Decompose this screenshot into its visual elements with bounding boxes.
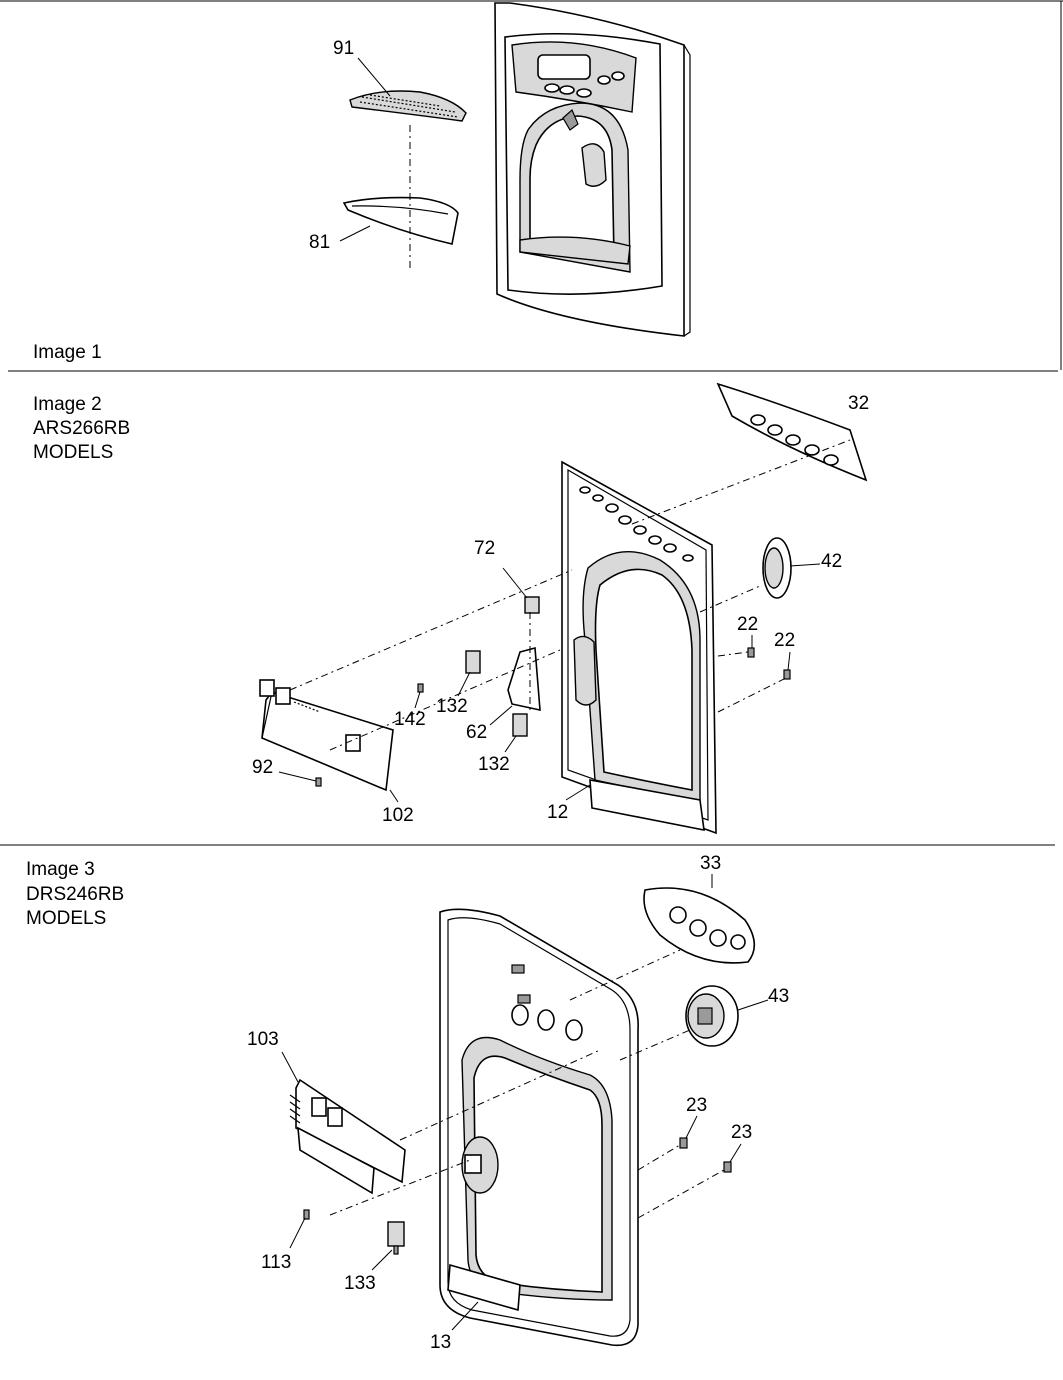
callout-132a: 132 — [436, 696, 468, 717]
control-board-102 — [259, 679, 394, 792]
callout-142: 142 — [394, 709, 426, 730]
screw-113 — [303, 1209, 310, 1220]
callout-91: 91 — [333, 38, 354, 59]
section-3-model: DRS246RB — [26, 884, 124, 905]
callout-62: 62 — [466, 722, 487, 743]
callout-42: 42 — [821, 551, 842, 572]
callout-102: 102 — [382, 805, 414, 826]
switch-132b — [512, 713, 528, 737]
dispenser-door — [494, 2, 691, 337]
callout-133: 133 — [344, 1273, 376, 1294]
callout-22b: 22 — [774, 630, 795, 651]
callout-32: 32 — [848, 393, 869, 414]
callout-103: 103 — [247, 1029, 279, 1050]
drip-tray-81 — [342, 196, 459, 245]
callout-12: 12 — [547, 802, 568, 823]
actuator-62 — [507, 646, 541, 712]
dispenser-light-42 — [762, 537, 792, 599]
section-1-title: Image 1 — [33, 342, 102, 363]
callout-13: 13 — [430, 1332, 451, 1353]
section-2-model: ARS266RB — [33, 418, 130, 439]
callout-23b: 23 — [731, 1122, 752, 1143]
screw-92 — [315, 777, 322, 787]
callout-22a: 22 — [737, 614, 758, 635]
screw-22b — [783, 669, 791, 680]
section-2-title: Image 2 — [33, 394, 102, 415]
callout-33: 33 — [700, 853, 721, 874]
dispenser-housing-12 — [561, 460, 717, 835]
control-board-103 — [289, 1078, 406, 1195]
callout-113: 113 — [261, 1252, 291, 1273]
callout-92: 92 — [252, 757, 273, 778]
switch-133 — [387, 1221, 405, 1255]
image-2-diagram: Image 2 ARS266RB MODELS — [33, 382, 869, 835]
section-3-title: Image 3 — [26, 859, 95, 880]
screw-142 — [417, 683, 424, 693]
switch-72 — [524, 596, 540, 614]
callout-23a: 23 — [686, 1095, 707, 1116]
switch-132a — [465, 650, 481, 674]
screw-23b — [723, 1161, 732, 1173]
section-2-models-label: MODELS — [33, 442, 113, 463]
control-overlay-32 — [716, 382, 868, 482]
callout-81: 81 — [309, 232, 330, 253]
dispenser-housing-13 — [439, 908, 639, 1347]
drip-tray-grille-91 — [349, 90, 467, 122]
callout-132b: 132 — [478, 754, 510, 775]
callout-43: 43 — [768, 986, 789, 1007]
image-3-diagram: Image 3 DRS246RB MODELS — [26, 853, 789, 1353]
display-window — [537, 54, 591, 80]
callout-72: 72 — [474, 538, 495, 559]
image-1-diagram: 91 81 Image 1 — [33, 2, 691, 363]
screw-22a — [747, 647, 755, 658]
control-overlay-33 — [643, 887, 756, 964]
section-3-models-label: MODELS — [26, 908, 106, 929]
screw-23a — [679, 1137, 688, 1149]
dispenser-light-43 — [685, 985, 739, 1047]
